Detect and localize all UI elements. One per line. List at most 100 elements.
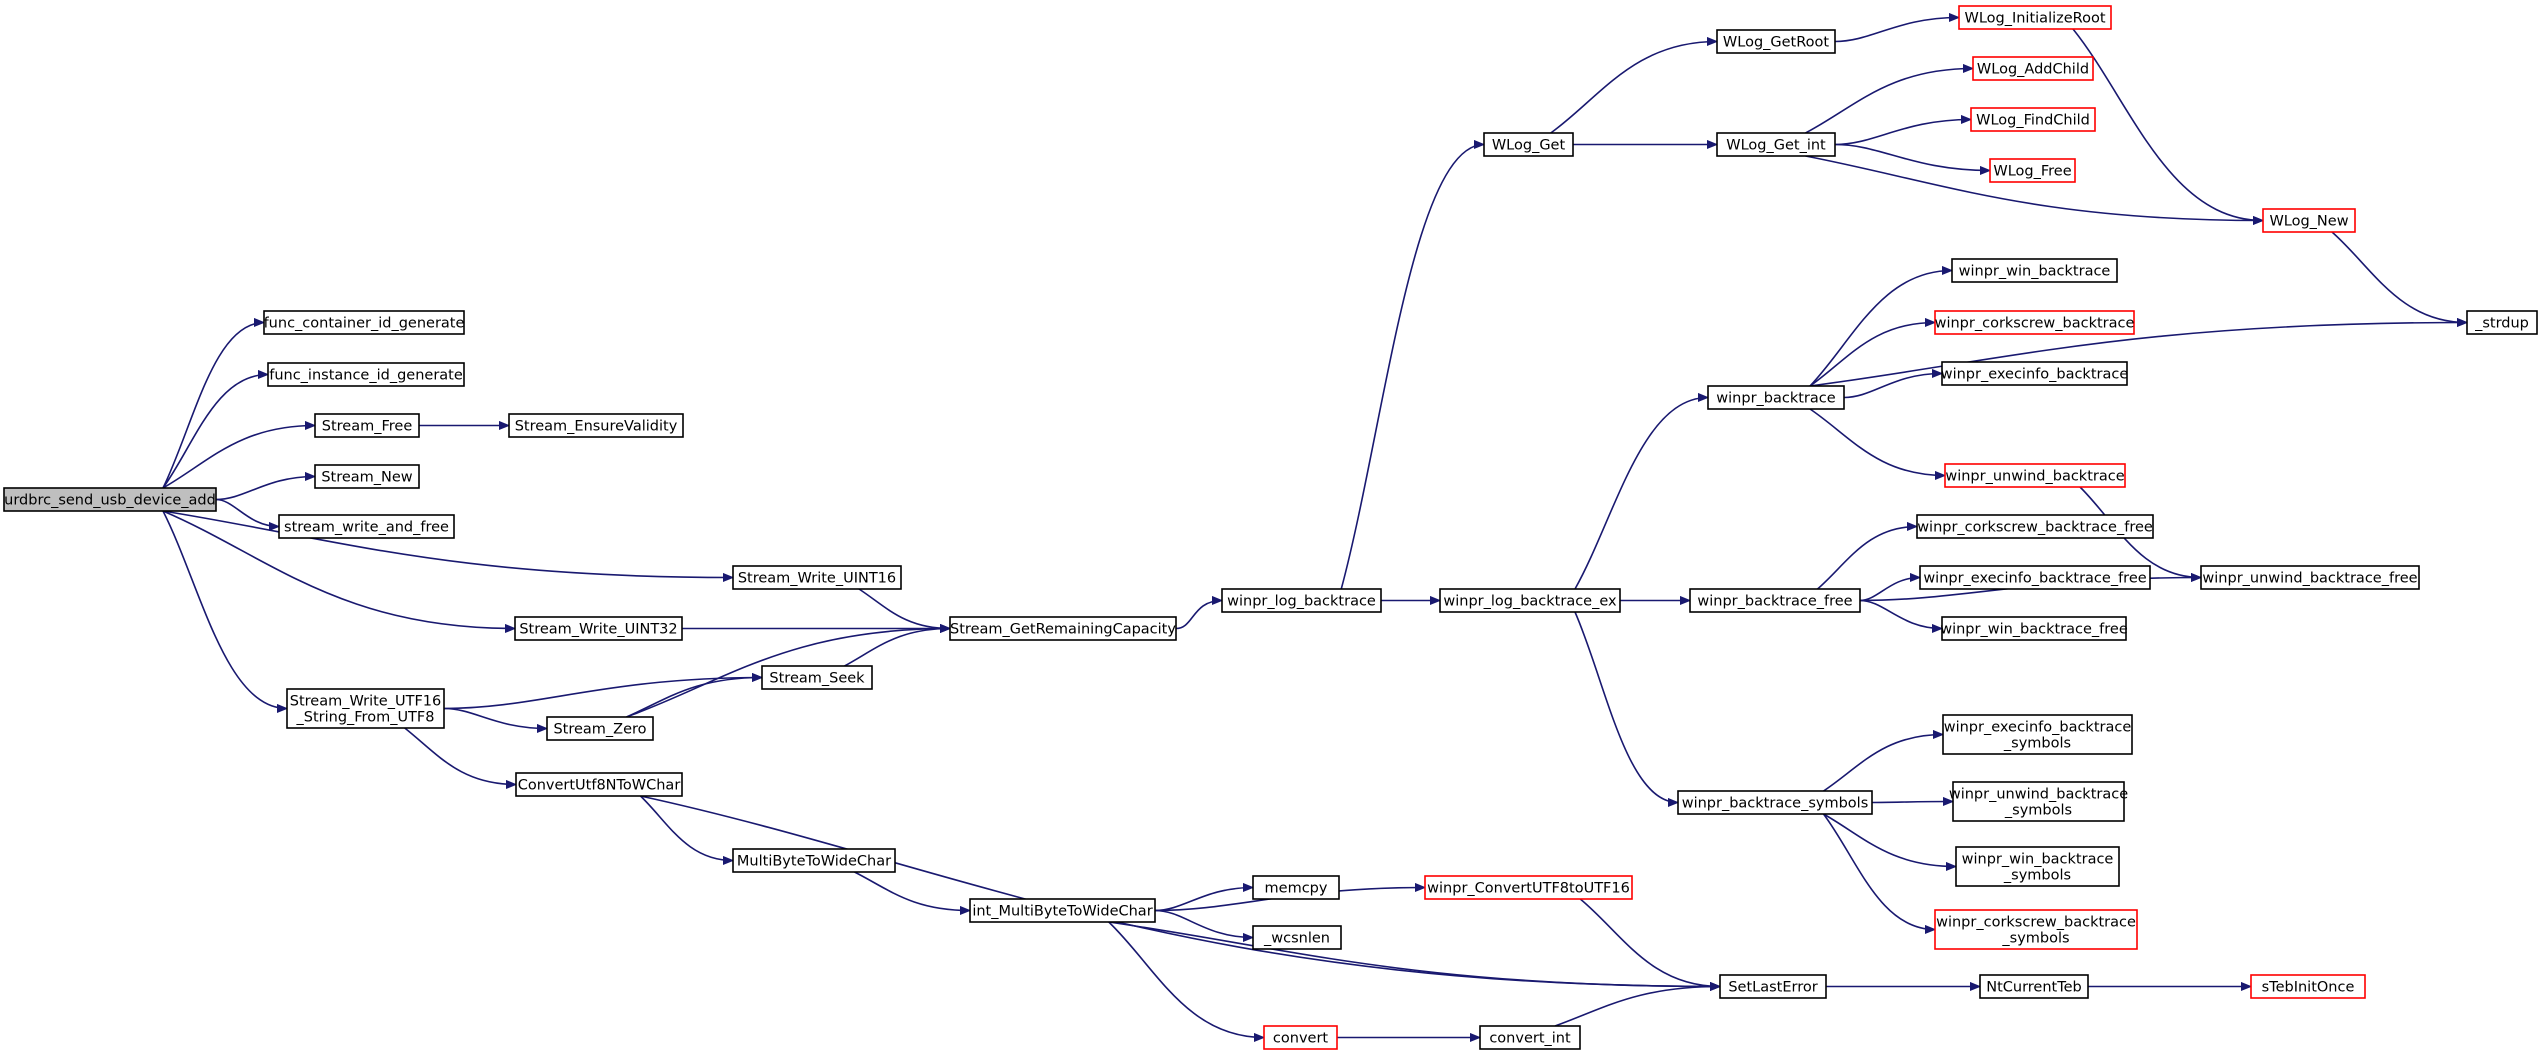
edge-wbts-to-webts: [1823, 735, 1944, 792]
edge-swutf-to-sseek: [443, 678, 762, 710]
node-box: [278, 514, 455, 539]
node-box: [1263, 1025, 1338, 1050]
node-wlog-initializeroot[interactable]: WLog_InitializeRoot: [1958, 5, 2112, 30]
node-winpr-log-backtrace-ex[interactable]: winpr_log_backtrace_ex: [1439, 588, 1621, 613]
node-winpr-backtrace-symbols[interactable]: winpr_backtrace_symbols: [1677, 790, 1873, 815]
node-stream-write-and-free[interactable]: stream_write_and_free: [278, 514, 455, 539]
node-winpr-win-backtrace-symbols[interactable]: winpr_win_backtrace_symbols: [1955, 846, 2120, 887]
node-box: [515, 772, 683, 797]
node-box: [508, 413, 684, 438]
node-stream-write-uint16[interactable]: Stream_Write_UINT16: [732, 565, 902, 590]
node-stream-write-utf16-string-from-utf8[interactable]: Stream_Write_UTF16_String_From_UTF8: [286, 688, 445, 729]
node-convert[interactable]: convert: [1263, 1025, 1338, 1050]
node-winpr-win-backtrace-free[interactable]: winpr_win_backtrace_free: [1940, 616, 2128, 641]
node-label: MultiByteToWideChar: [737, 854, 891, 870]
node-box: [263, 310, 465, 335]
node-winpr-win-backtrace[interactable]: winpr_win_backtrace: [1951, 258, 2118, 283]
node-box: [267, 362, 465, 387]
node-winpr-unwind-backtrace[interactable]: winpr_unwind_backtrace: [1944, 463, 2126, 488]
node-label: winpr_corkscrew_backtrace: [1935, 316, 2135, 332]
node-wlog-free[interactable]: WLog_Free: [1989, 158, 2076, 183]
node-label: WLog_Get: [1492, 138, 1566, 154]
node-label: winpr_win_backtrace: [1959, 264, 2111, 280]
node-winpr-unwind-backtrace-free[interactable]: winpr_unwind_backtrace_free: [2200, 565, 2420, 590]
node-stream-free[interactable]: Stream_Free: [314, 413, 420, 438]
node-box: [1979, 974, 2089, 999]
node-wlog-new[interactable]: WLog_New: [2262, 208, 2356, 233]
node-stream-seek[interactable]: Stream_Seek: [761, 665, 873, 690]
node-box: [1952, 781, 2125, 822]
node-box: [1252, 875, 1340, 900]
node-stream-getremainingcapacity[interactable]: Stream_GetRemainingCapacity: [949, 616, 1177, 641]
node-box: [1719, 974, 1827, 999]
node-winpr-backtrace[interactable]: winpr_backtrace: [1707, 385, 1845, 410]
edge-wlgi-to-wlfc: [1834, 120, 1971, 146]
node-label: convert_int: [1489, 1031, 1571, 1047]
node-stream-ensurevalidity[interactable]: Stream_EnsureValidity: [508, 413, 684, 438]
node-convert-int[interactable]: convert_int: [1479, 1025, 1581, 1050]
node-winpr-log-backtrace[interactable]: winpr_log_backtrace: [1221, 588, 1382, 613]
node-label: func_container_id_generate: [264, 316, 465, 332]
node-wlog-findchild[interactable]: WLog_FindChild: [1970, 107, 2096, 132]
node-label: WLog_Free: [1993, 164, 2071, 180]
edge-root-to-sw32: [162, 510, 515, 629]
function-nodes: urdbrc_send_usb_device_add func_container…: [3, 5, 2538, 1050]
node-label: _symbols: [2001, 931, 2069, 947]
node-box: [1424, 875, 1633, 900]
node-wlog-get[interactable]: WLog_Get: [1483, 132, 1574, 157]
node-winpr-corkscrew-backtrace-free[interactable]: winpr_corkscrew_backtrace_free: [1916, 514, 2154, 539]
node-winpr-execinfo-backtrace-symbols[interactable]: winpr_execinfo_backtrace_symbols: [1942, 714, 2133, 755]
node-label: urdbrc_send_usb_device_add: [4, 493, 216, 509]
node-label: SetLastError: [1728, 980, 1817, 996]
node-winpr-convertutf8toutf16[interactable]: winpr_ConvertUTF8toUTF16: [1424, 875, 1633, 900]
edge-imb2wc-to-convert: [1108, 921, 1264, 1038]
node-setlasterror[interactable]: SetLastError: [1719, 974, 1827, 999]
node-memcpy[interactable]: memcpy: [1252, 875, 1340, 900]
node-wlog-get-int[interactable]: WLog_Get_int: [1716, 132, 1836, 157]
node-label: Stream_Write_UINT32: [519, 622, 677, 638]
node-urdbrc-send-usb-device-add[interactable]: urdbrc_send_usb_device_add: [3, 487, 217, 512]
node-func-instance-id-generate[interactable]: func_instance_id_generate: [267, 362, 465, 387]
node-winpr-unwind-backtrace-symbols[interactable]: winpr_unwind_backtrace_symbols: [1949, 781, 2128, 822]
edge-root-to-swaf: [215, 498, 279, 527]
edge-swutf-to-cu8: [404, 727, 516, 785]
node-ntcurrentteb[interactable]: NtCurrentTeb: [1979, 974, 2089, 999]
node-label: _strdup: [2474, 316, 2529, 332]
edge-wbts-to-wcbts: [1822, 813, 1936, 930]
node-convertutf8ntowchar[interactable]: ConvertUtf8NToWChar: [515, 772, 683, 797]
node-box: [1934, 909, 2138, 950]
node-label: WLog_InitializeRoot: [1964, 11, 2105, 27]
node-box: [1439, 588, 1621, 613]
node-label: int_MultiByteToWideChar: [972, 904, 1152, 920]
node-label: _symbols: [2003, 868, 2071, 884]
node-winpr-backtrace-free[interactable]: winpr_backtrace_free: [1689, 588, 1861, 613]
node-multibytetowidechar[interactable]: MultiByteToWideChar: [732, 848, 896, 873]
edge-wbt-to-strdup: [1809, 323, 2467, 387]
node-winpr-execinfo-backtrace-free[interactable]: winpr_execinfo_backtrace_free: [1919, 565, 2151, 590]
node-winpr-execinfo-backtrace[interactable]: winpr_execinfo_backtrace: [1941, 361, 2129, 386]
edge-imb2wc-to-wcsnlen: [1154, 909, 1253, 938]
edge-wlb-to-wlget: [1340, 145, 1484, 590]
node-stream-write-uint32[interactable]: Stream_Write_UINT32: [514, 616, 683, 641]
node-box: [1944, 463, 2126, 488]
node-wcsnlen[interactable]: _wcsnlen: [1252, 925, 1342, 950]
node-label: Stream_Write_UINT16: [738, 571, 896, 587]
node-stream-new[interactable]: Stream_New: [314, 464, 420, 489]
node-box: [1483, 132, 1574, 157]
node-winpr-corkscrew-backtrace-symbols[interactable]: winpr_corkscrew_backtrace_symbols: [1934, 909, 2138, 950]
node-label: Stream_Free: [322, 419, 413, 435]
node-func-container-id-generate[interactable]: func_container_id_generate: [263, 310, 465, 335]
node-int-multibytetowidechar[interactable]: int_MultiByteToWideChar: [969, 898, 1156, 923]
edge-wbtf-to-webtf: [1859, 578, 1920, 602]
node-strdup[interactable]: _strdup: [2466, 310, 2538, 335]
node-box: [1689, 588, 1861, 613]
node-winpr-corkscrew-backtrace[interactable]: winpr_corkscrew_backtrace: [1934, 310, 2135, 335]
node-stream-zero[interactable]: Stream_Zero: [546, 716, 654, 741]
node-label: WLog_New: [2269, 214, 2348, 230]
node-label: Stream_EnsureValidity: [515, 419, 678, 435]
node-box: [1989, 158, 2076, 183]
node-stebinitonce[interactable]: sTebInitOnce: [2250, 974, 2366, 999]
node-wlog-getroot[interactable]: WLog_GetRoot: [1716, 29, 1836, 54]
node-label: winpr_unwind_backtrace_free: [2202, 571, 2417, 587]
node-wlog-addchild[interactable]: WLog_AddChild: [1972, 56, 2094, 81]
